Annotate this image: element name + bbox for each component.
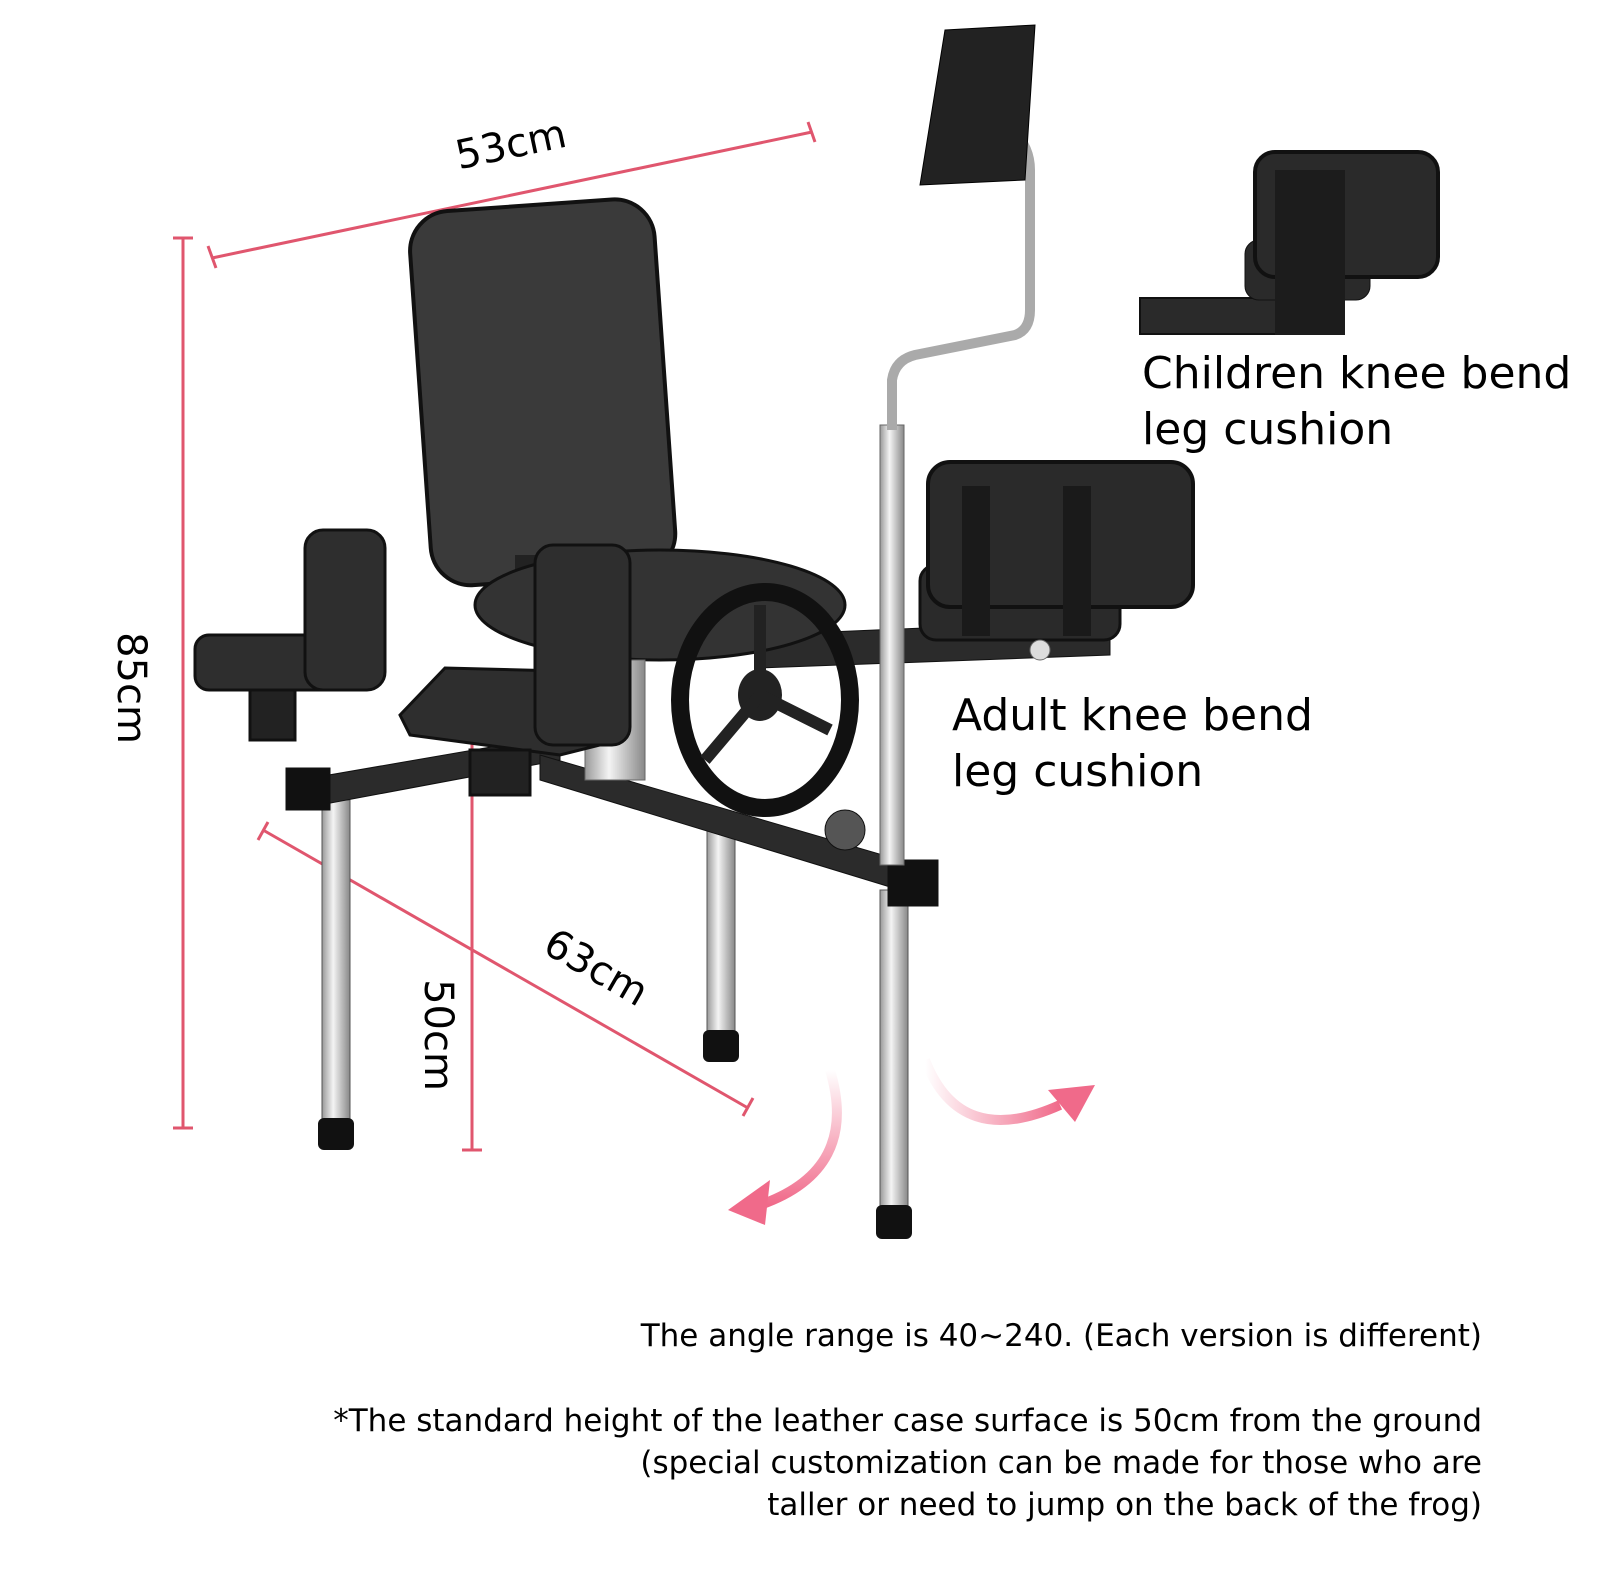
- left-leg-pad: [193, 528, 387, 742]
- height-note-line2: (special customization can be made for t…: [640, 1445, 1482, 1481]
- adult-knee-cushion: [918, 460, 1195, 661]
- tablet-stand: [879, 24, 1036, 866]
- height-note-line1: *The standard height of the leather case…: [333, 1403, 1482, 1439]
- height-note-line3: taller or need to jump on the back of th…: [767, 1487, 1482, 1523]
- height-dimension-label: 85cm: [107, 632, 154, 744]
- children-knee-cushion: [1139, 150, 1440, 335]
- adult-cushion-label-line1: Adult knee bend: [952, 690, 1313, 741]
- children-cushion-label-line1: Children knee bend: [1142, 348, 1572, 399]
- front-leg-pad: [398, 543, 632, 797]
- adult-cushion-label-line2: leg cushion: [952, 746, 1204, 797]
- rotation-arrows: [728, 1058, 1095, 1225]
- seat-height-dimension-label: 50cm: [414, 979, 461, 1091]
- angle-range-note: The angle range is 40~240. (Each version…: [640, 1318, 1482, 1354]
- children-cushion-label-line2: leg cushion: [1142, 404, 1394, 455]
- backrest: [408, 197, 678, 595]
- chair-legs: [318, 799, 912, 1239]
- hand-wheel: [671, 583, 859, 817]
